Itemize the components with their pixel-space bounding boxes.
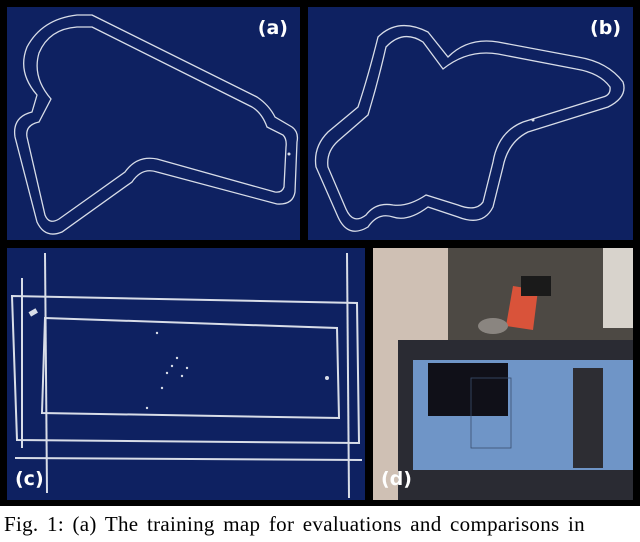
track-a (13, 14, 299, 235)
photo-robot-laptop (373, 248, 633, 500)
panel-label: (a) (257, 17, 288, 39)
panel-label: (c) (15, 468, 44, 490)
panel-label: (d) (381, 468, 412, 490)
panel-b-map: (b) (308, 7, 633, 240)
panel-c-occupancy-map: (c) (7, 248, 365, 500)
figure: (a) (b) (0, 0, 640, 506)
panel-a-training-map: (a) (7, 7, 300, 240)
track-b (314, 25, 625, 232)
panel-d-photo: (d) (373, 248, 633, 500)
figure-caption: Fig. 1: (a) The training map for evaluat… (4, 512, 585, 536)
panel-label: (b) (590, 17, 621, 39)
occupancy-map-c (10, 252, 363, 499)
